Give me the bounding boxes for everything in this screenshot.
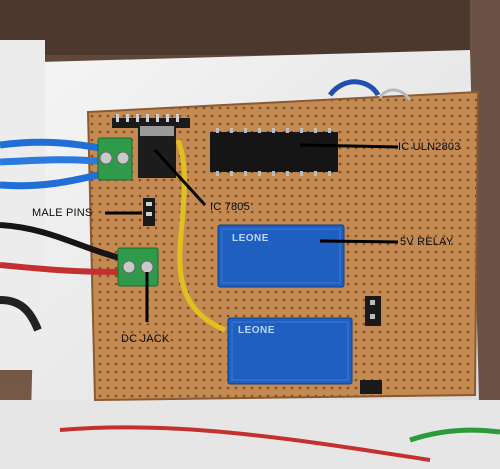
relay-1 [217, 224, 345, 288]
wood-top-edge [0, 0, 500, 55]
relay-1-brand: LEONE [232, 233, 269, 244]
ic-uln2803-pins-top [216, 128, 331, 133]
pointer-relay [319, 239, 399, 244]
label-ic-7805: IC 7805 [210, 201, 250, 213]
wire-blue-top [328, 79, 381, 97]
relay-2-brand: LEONE [238, 325, 275, 336]
wire-dark-bottom [0, 296, 42, 332]
label-dc-jack: DC JACK [121, 333, 170, 345]
label-ic-uln2803: IC ULN2803 [398, 141, 461, 153]
jumper-header-2 [360, 380, 382, 394]
wire-yellow [175, 139, 226, 333]
ic-uln2803-body [210, 132, 338, 172]
pointer-ic-uln [299, 143, 399, 149]
pointer-ic-7805 [153, 148, 207, 207]
relay-2 [227, 317, 353, 385]
header-pin-row [116, 114, 179, 122]
label-male-pins: MALE PINS [32, 207, 93, 219]
wire-red [0, 262, 121, 275]
wire-bottom-red [59, 425, 431, 462]
header-pins-top [112, 118, 190, 128]
jumper-header-1 [365, 296, 381, 326]
wire-black [0, 222, 121, 261]
wire-silver [378, 88, 412, 101]
wire-blue-2 [0, 156, 111, 166]
ic-uln2803-pins-bottom [216, 171, 331, 176]
foam-left-block [0, 40, 45, 370]
wire-bottom-green [409, 427, 500, 443]
terminal-top [97, 137, 133, 181]
ic-7805-tab [140, 126, 174, 136]
label-5v-relay: 5V RELAY [400, 236, 454, 248]
